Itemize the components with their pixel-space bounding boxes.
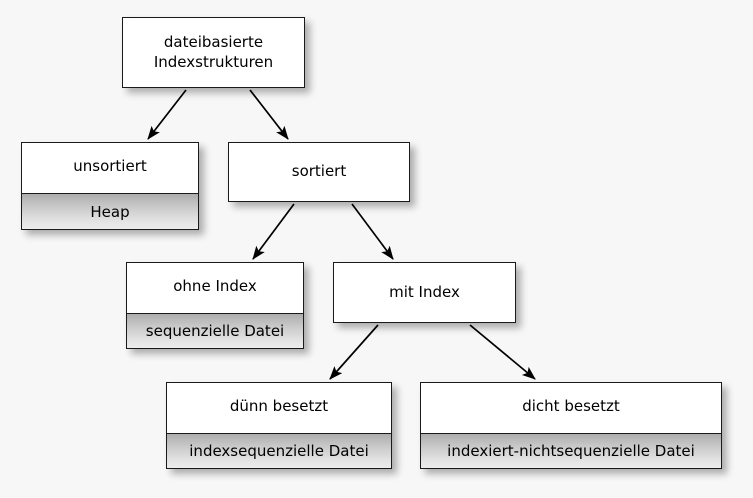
node-title: mit Index bbox=[334, 263, 515, 322]
edge-mit-index-to-dicht bbox=[469, 324, 536, 380]
node-title: ohne Index bbox=[127, 263, 303, 313]
node-title: sortiert bbox=[229, 143, 409, 201]
node-subtitle-indexiert-nichtsequenzielle-datei: indexiert-nichtsequenzielle Datei bbox=[421, 433, 721, 468]
node-title: dünn besetzt bbox=[167, 383, 391, 433]
node-title: dateibasierte Indexstrukturen bbox=[123, 18, 304, 87]
edge-root-to-unsortiert bbox=[147, 89, 187, 140]
node-dicht-besetzt[interactable]: dicht besetzt indexiert-nichtsequenziell… bbox=[420, 382, 722, 469]
node-title: dicht besetzt bbox=[421, 383, 721, 433]
node-ohne-index[interactable]: ohne Index sequenzielle Datei bbox=[126, 262, 304, 349]
node-subtitle-heap: Heap bbox=[22, 193, 198, 229]
edge-mit-index-to-duenn bbox=[329, 324, 379, 380]
node-duenn-besetzt[interactable]: dünn besetzt indexsequenzielle Datei bbox=[166, 382, 392, 469]
edge-root-to-sortiert bbox=[249, 89, 289, 140]
node-title: unsortiert bbox=[22, 143, 198, 193]
node-dateibasierte-indexstrukturen[interactable]: dateibasierte Indexstrukturen bbox=[122, 17, 305, 88]
node-subtitle-indexsequenzielle-datei: indexsequenzielle Datei bbox=[167, 433, 391, 468]
edge-sortiert-to-ohne-index bbox=[252, 203, 295, 260]
node-mit-index[interactable]: mit Index bbox=[333, 262, 516, 323]
edge-sortiert-to-mit-index bbox=[351, 203, 394, 260]
node-unsortiert[interactable]: unsortiert Heap bbox=[21, 142, 199, 230]
node-sortiert[interactable]: sortiert bbox=[228, 142, 410, 202]
node-subtitle-sequenzielle-datei: sequenzielle Datei bbox=[127, 313, 303, 348]
